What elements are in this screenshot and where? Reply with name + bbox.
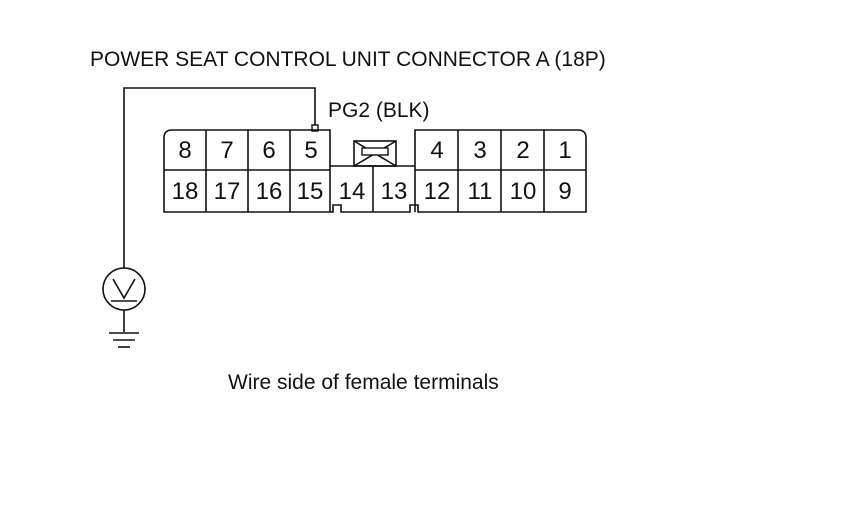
wire-label: PG2 (BLK) bbox=[328, 99, 430, 122]
pin-14: 14 bbox=[339, 178, 366, 205]
ground-icon bbox=[109, 310, 139, 348]
pin-5: 5 bbox=[304, 137, 317, 164]
pin-1: 1 bbox=[558, 137, 571, 164]
pin-8: 8 bbox=[178, 137, 191, 164]
pin-13: 13 bbox=[381, 178, 408, 205]
pin-4: 4 bbox=[430, 137, 443, 164]
pin-3: 3 bbox=[473, 137, 486, 164]
connector-outline bbox=[163, 129, 587, 213]
pin-6: 6 bbox=[262, 137, 275, 164]
pin-11: 11 bbox=[468, 178, 493, 205]
pin-15: 15 bbox=[297, 178, 324, 205]
voltmeter-icon bbox=[102, 267, 146, 311]
pin-7: 7 bbox=[220, 137, 233, 164]
pin-9: 9 bbox=[558, 178, 571, 205]
pin-16: 16 bbox=[256, 178, 283, 205]
probe-tip bbox=[311, 124, 319, 132]
diagram-title: POWER SEAT CONTROL UNIT CONNECTOR A (18P… bbox=[90, 48, 606, 71]
probe-wire bbox=[123, 87, 316, 268]
pin-10: 10 bbox=[510, 178, 537, 205]
connector-lock-icon bbox=[353, 140, 397, 167]
pin-12: 12 bbox=[424, 178, 451, 205]
pin-2: 2 bbox=[516, 137, 529, 164]
pin-18: 18 bbox=[172, 178, 199, 205]
pin-17: 17 bbox=[214, 178, 241, 205]
diagram-caption: Wire side of female terminals bbox=[228, 371, 499, 394]
